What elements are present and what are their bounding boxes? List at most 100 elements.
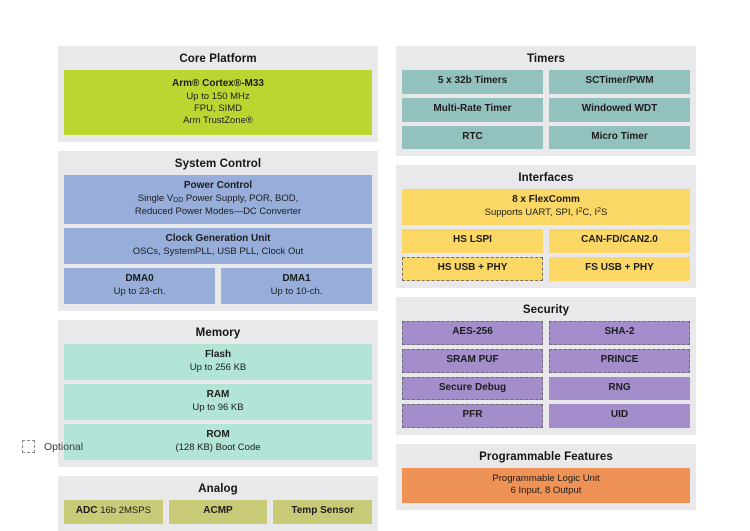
- ram-title: RAM: [206, 389, 230, 401]
- cortex-m33-line2: Up to 150 MHz: [186, 90, 250, 102]
- block-rtc[interactable]: RTC: [402, 125, 543, 150]
- hs-lspi-label: HS LSPI: [453, 234, 492, 246]
- legend: Optional: [22, 440, 83, 453]
- prince-label: PRINCE: [600, 353, 639, 365]
- sha-2-label: SHA-2: [604, 325, 635, 337]
- plu-line1: Programmable Logic Unit: [492, 473, 600, 485]
- rom-line2: (128 KB) Boot Code: [175, 441, 261, 453]
- group-title-security: Security: [522, 303, 570, 316]
- group-core-platform: Core Platform Arm® Cortex®-M33 Up to 150…: [58, 46, 378, 143]
- group-analog: Analog ADC 16b 2MSPS ACMP: [58, 475, 378, 531]
- flexcomm-supports-a: Supports UART, SPI, I: [484, 207, 579, 219]
- block-sha-2[interactable]: SHA-2: [549, 320, 690, 345]
- sram-puf-label: SRAM PUF: [446, 353, 499, 365]
- block-clock-generation-unit[interactable]: Clock Generation Unit OSCs, SystemPLL, U…: [64, 228, 372, 265]
- hs-usb-phy-label: HS USB + PHY: [437, 262, 508, 274]
- block-adc[interactable]: ADC 16b 2MSPS: [64, 499, 163, 524]
- security-row-4: PFR UID: [402, 404, 690, 429]
- block-micro-timer[interactable]: Micro Timer: [549, 125, 690, 150]
- block-rng[interactable]: RNG: [549, 376, 690, 401]
- rtc-label: RTC: [462, 130, 483, 142]
- interfaces-row-2: HS USB + PHY FS USB + PHY: [402, 257, 690, 281]
- fs-usb-phy-label: FS USB + PHY: [585, 262, 654, 274]
- group-memory: Memory Flash Up to 256 KB RAM Up to 96 K…: [58, 320, 378, 467]
- power-control-title: Power Control: [183, 180, 253, 192]
- group-security: Security AES-256 SHA-2 SRAM PUF: [396, 296, 696, 436]
- flexcomm-title: 8 x FlexComm: [512, 194, 580, 206]
- block-prince[interactable]: PRINCE: [549, 348, 690, 373]
- can-fd-label: CAN-FD/CAN2.0: [581, 234, 658, 246]
- block-rom[interactable]: ROM (128 KB) Boot Code: [64, 423, 372, 460]
- block-diagram: Core Platform Arm® Cortex®-M33 Up to 150…: [22, 46, 696, 531]
- block-flexcomm[interactable]: 8 x FlexComm Supports UART, SPI, I2C, I2…: [402, 189, 690, 226]
- group-title-system-control: System Control: [174, 158, 262, 171]
- block-fs-usb-phy[interactable]: FS USB + PHY: [549, 257, 690, 281]
- plu-line2: 6 Input, 8 Output: [510, 485, 582, 497]
- acmp-title: ACMP: [203, 504, 233, 516]
- timers-row-2: Multi-Rate Timer Windowed WDT: [402, 97, 690, 122]
- block-ram[interactable]: RAM Up to 96 KB: [64, 384, 372, 420]
- flash-title: Flash: [204, 349, 232, 361]
- flash-line2: Up to 256 KB: [189, 361, 247, 373]
- block-uid[interactable]: UID: [549, 404, 690, 429]
- block-temp-sensor[interactable]: Temp Sensor: [273, 499, 373, 524]
- power-control-line3: Reduced Power Modes—DC Converter: [134, 206, 302, 218]
- flexcomm-supports: Supports UART, SPI, I2C, I2S: [407, 207, 685, 219]
- block-aes-256[interactable]: AES-256: [402, 320, 543, 345]
- dma1-line2: Up to 10-ch.: [270, 285, 323, 297]
- block-programmable-logic-unit[interactable]: Programmable Logic Unit 6 Input, 8 Outpu…: [402, 468, 690, 504]
- block-can-fd[interactable]: CAN-FD/CAN2.0: [549, 229, 690, 254]
- block-pfr[interactable]: PFR: [402, 404, 543, 429]
- cortex-m33-title: Arm® Cortex®-M33: [172, 78, 264, 89]
- sctimer-pwm-label: SCTimer/PWM: [585, 75, 654, 86]
- block-secure-debug[interactable]: Secure Debug: [402, 376, 543, 401]
- timers-row-1: 5 x 32b Timers SCTimer/PWM: [402, 70, 690, 94]
- optional-swatch-icon: [22, 440, 35, 453]
- dma0-line2: Up to 23-ch.: [113, 285, 166, 297]
- rom-title: ROM: [206, 428, 230, 440]
- timers-row-3: RTC Micro Timer: [402, 125, 690, 150]
- multi-rate-timer-label: Multi-Rate Timer: [433, 102, 512, 114]
- block-dma1[interactable]: DMA1 Up to 10-ch.: [221, 268, 372, 305]
- security-row-1: AES-256 SHA-2: [402, 320, 690, 345]
- block-timer-32b[interactable]: 5 x 32b Timers: [402, 70, 543, 94]
- group-system-control: System Control Power Control Single VDD …: [58, 151, 378, 312]
- dma0-title: DMA0: [125, 273, 154, 285]
- block-windowed-wdt[interactable]: Windowed WDT: [549, 97, 690, 122]
- block-cortex-m33[interactable]: Arm® Cortex®-M33 Up to 150 MHz FPU, SIMD…: [64, 70, 372, 136]
- group-programmable-features: Programmable Features Programmable Logic…: [396, 444, 696, 511]
- group-title-interfaces: Interfaces: [518, 172, 574, 185]
- clock-generation-title: Clock Generation Unit: [165, 233, 271, 245]
- uid-label: UID: [610, 409, 629, 421]
- block-hs-usb-phy[interactable]: HS USB + PHY: [402, 257, 543, 281]
- right-column: Timers 5 x 32b Timers SCTimer/PWM Multi-…: [396, 46, 696, 531]
- group-title-core-platform: Core Platform: [179, 53, 257, 65]
- flexcomm-supports-c: S: [601, 207, 608, 219]
- ram-line2: Up to 96 KB: [192, 401, 244, 413]
- cortex-m33-line3: FPU, SIMD: [193, 102, 243, 114]
- block-multi-rate-timer[interactable]: Multi-Rate Timer: [402, 97, 543, 122]
- block-hs-lspi[interactable]: HS LSPI: [402, 229, 543, 254]
- cortex-m33-line4: Arm TrustZone®: [183, 115, 253, 127]
- timer-32b-label: 5 x 32b Timers: [437, 75, 508, 86]
- pfr-label: PFR: [462, 409, 483, 421]
- group-interfaces: Interfaces 8 x FlexComm Supports UART, S…: [396, 165, 696, 288]
- adc-label-wrap: ADC 16b 2MSPS: [69, 505, 158, 518]
- adc-title: ADC: [75, 504, 98, 516]
- left-column: Core Platform Arm® Cortex®-M33 Up to 150…: [58, 46, 378, 531]
- legend-optional-label: Optional: [44, 440, 84, 453]
- block-dma0[interactable]: DMA0 Up to 23-ch.: [64, 268, 215, 305]
- block-flash[interactable]: Flash Up to 256 KB: [64, 344, 372, 381]
- rng-label: RNG: [608, 381, 631, 393]
- block-sctimer-pwm[interactable]: SCTimer/PWM: [549, 70, 690, 94]
- dma1-title: DMA1: [282, 273, 311, 285]
- block-sram-puf[interactable]: SRAM PUF: [402, 348, 543, 373]
- clock-generation-line2: OSCs, SystemPLL, USB PLL, Clock Out: [132, 245, 304, 257]
- micro-timer-label: Micro Timer: [591, 130, 648, 142]
- group-title-programmable-features: Programmable Features: [479, 451, 613, 464]
- temp-sensor-title: Temp Sensor: [291, 504, 354, 516]
- block-acmp[interactable]: ACMP: [168, 499, 268, 524]
- block-power-control[interactable]: Power Control Single VDD Power Supply, P…: [64, 175, 372, 225]
- analog-row: ADC 16b 2MSPS ACMP Temp Sensor: [64, 499, 373, 524]
- power-control-line2: Single VDD Power Supply, POR, BOD,: [137, 193, 299, 205]
